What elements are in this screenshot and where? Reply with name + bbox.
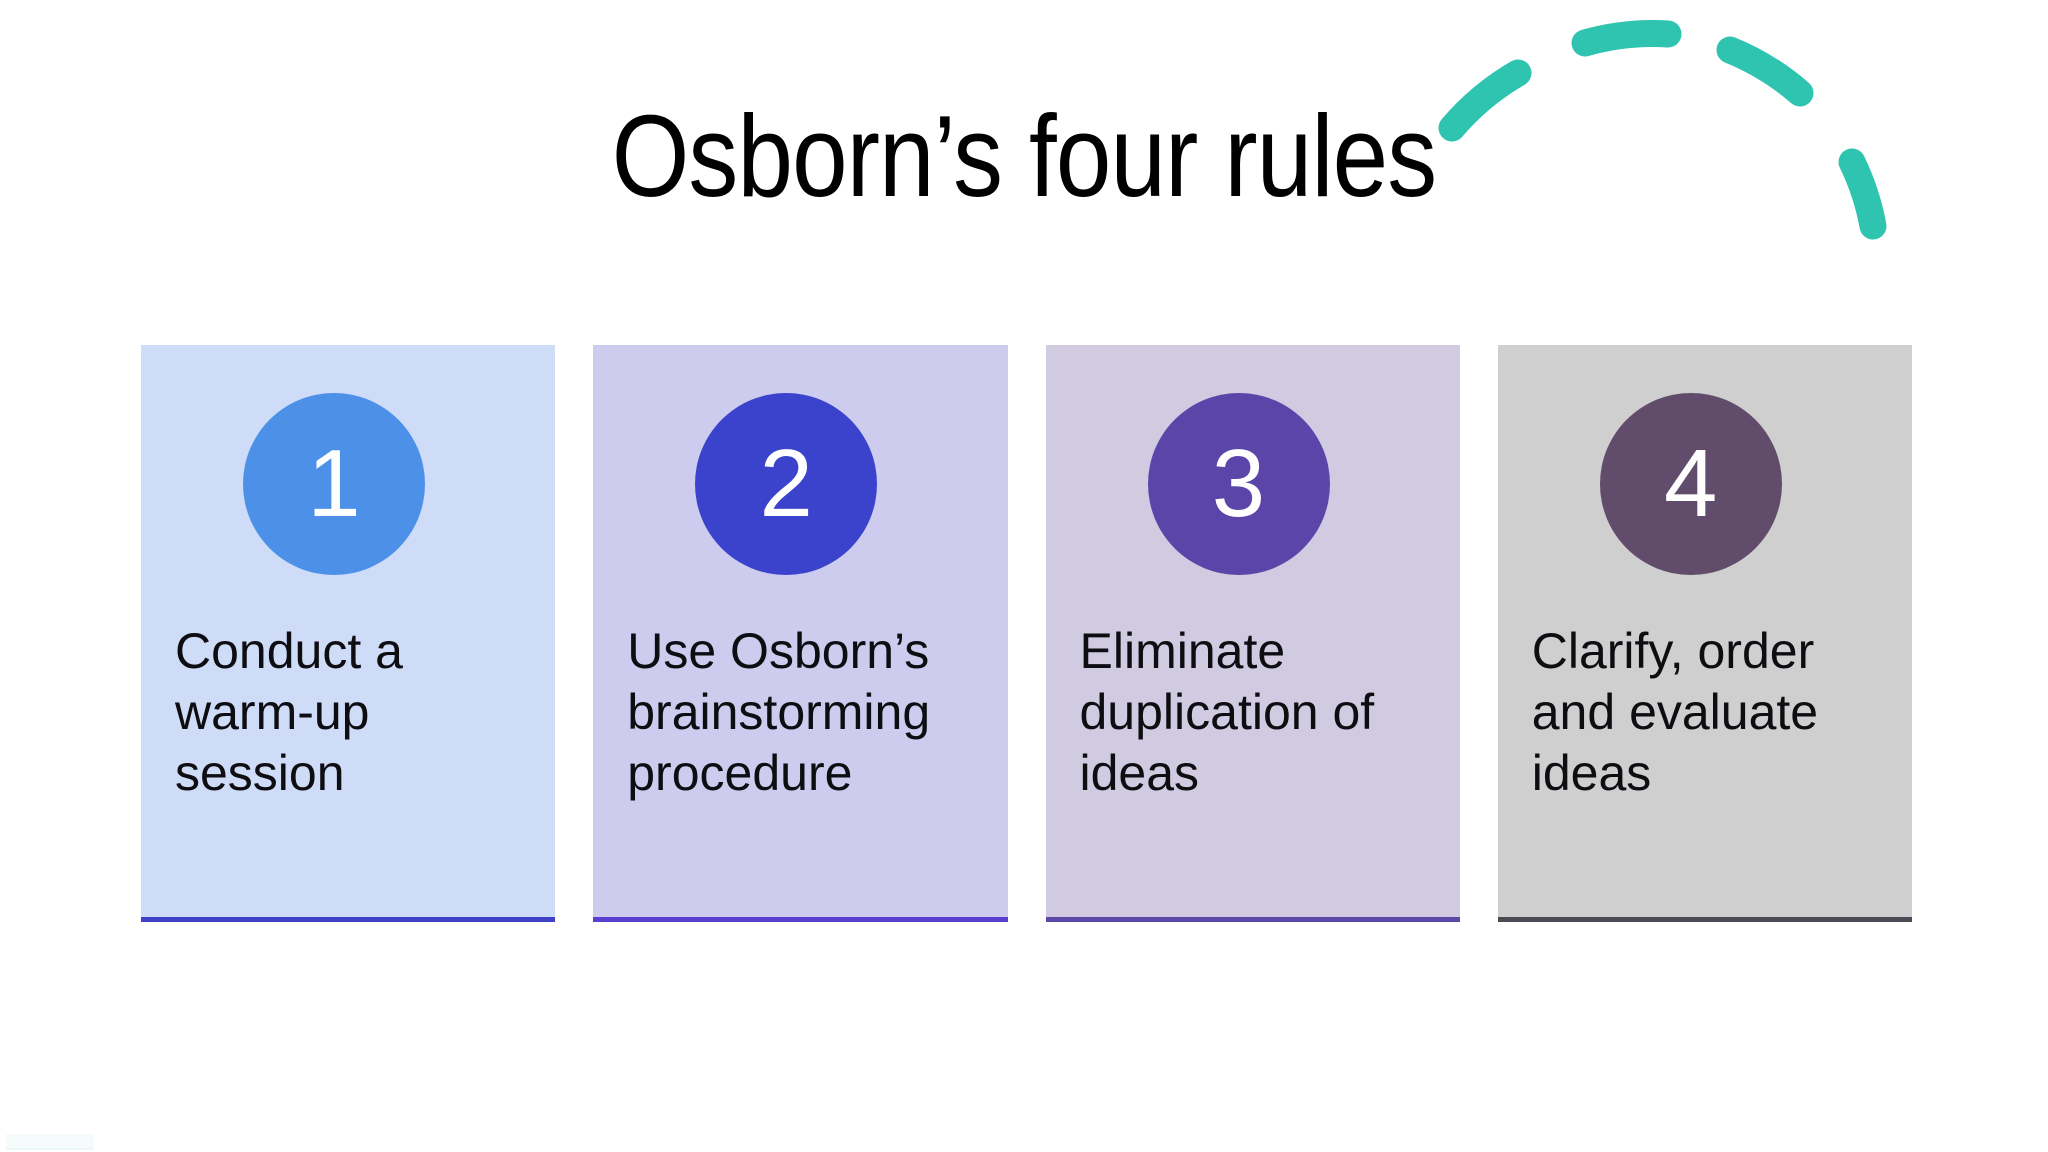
corner-artifact	[6, 1134, 94, 1150]
rule-text-1: Conduct a warm-up session	[175, 623, 403, 801]
rule-text-4: Clarify, order and evaluate ideas	[1531, 623, 1819, 801]
rule-card-underline-1	[141, 917, 556, 922]
rule-card-row: 1 Conduct a warm-up session 2 Use Osborn…	[141, 345, 1912, 922]
rule-number-badge-1: 1	[243, 393, 425, 575]
rule-number-badge-2: 2	[695, 393, 878, 575]
rule-number-badge-3: 3	[1147, 393, 1330, 575]
rule-card-underline-2	[593, 917, 1008, 922]
rule-card-underline-4	[1497, 917, 1912, 922]
arc-dash-3	[1716, 36, 1814, 107]
rule-number-1: 1	[307, 430, 361, 537]
rule-number-4: 4	[1664, 430, 1718, 537]
arc-dash-2	[1571, 20, 1682, 57]
page-title: Osborn’s four rules	[611, 91, 1437, 221]
rule-card-underline-3	[1045, 917, 1460, 922]
rule-card-4[interactable]: 4 Clarify, order and evaluate ideas	[1497, 345, 1912, 922]
rule-card-2[interactable]: 2 Use Osborn’s brainstorming procedure	[593, 345, 1008, 922]
rule-number-2: 2	[759, 430, 813, 537]
rule-number-badge-4: 4	[1599, 393, 1782, 575]
rule-number-3: 3	[1211, 430, 1266, 537]
rule-card-3[interactable]: 3 Eliminate duplication of ideas	[1045, 345, 1460, 922]
rule-text-2: Use Osborn’s brainstorming procedure	[627, 623, 931, 801]
rule-card-1[interactable]: 1 Conduct a warm-up session	[141, 345, 556, 922]
rule-text-3: Eliminate duplication of ideas	[1079, 623, 1375, 801]
